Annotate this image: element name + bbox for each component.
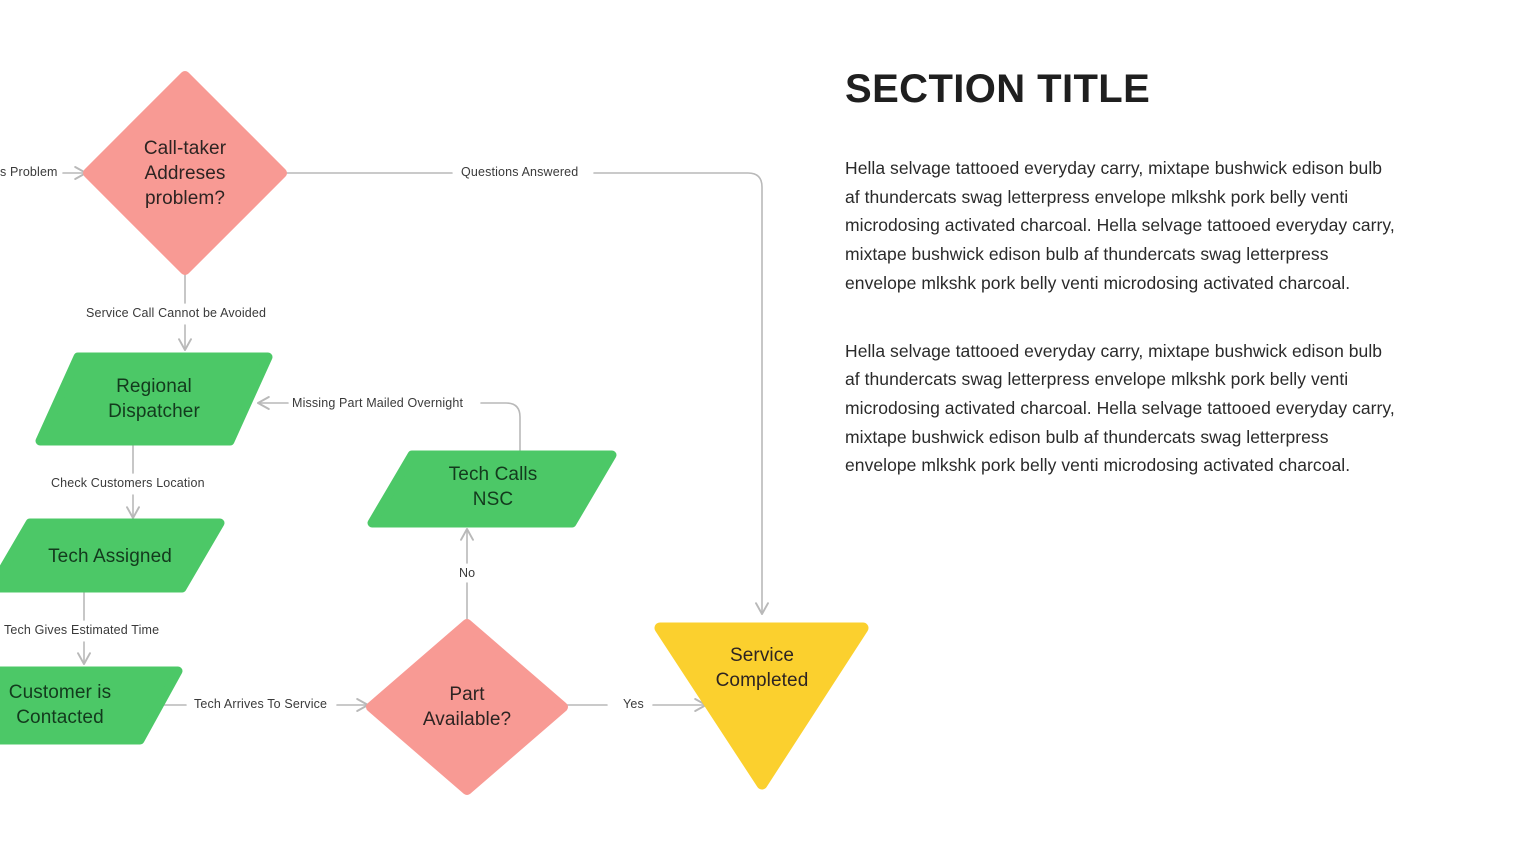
body-paragraph-2: Hella selvage tattooed everyday carry, m…	[845, 340, 1395, 476]
node-shape-tech-calls-nsc[interactable]	[367, 450, 617, 528]
node-shape-tech-assigned[interactable]	[0, 518, 225, 593]
edge-label-tech-gives-estimated-time: Tech Gives Estimated Time	[4, 623, 160, 637]
edge-label-check-customers-location: Check Customers Location	[51, 476, 205, 490]
text-panel: SECTION TITLE Hella selvage tattooed eve…	[845, 66, 1401, 480]
edge-label-service-call-not-avoided: Service Call Cannot be Avoided	[86, 306, 267, 320]
node-shape-service-completed[interactable]	[654, 622, 869, 790]
page-title: SECTION TITLE	[845, 67, 1151, 111]
node-shape-regional-dispatcher[interactable]	[35, 352, 273, 446]
edge-missing-part-right	[480, 402, 521, 453]
edge-label-incoming-problem: s Problem	[0, 165, 58, 179]
edge-label-branch-yes: Yes	[623, 697, 644, 711]
edge-label-missing-part-mailed: Missing Part Mailed Overnight	[292, 396, 464, 410]
node-shape-call-taker[interactable]	[83, 71, 287, 275]
node-shape-part-available[interactable]	[366, 619, 568, 795]
edge-label-branch-no: No	[459, 566, 476, 580]
edge-label-tech-arrives-to-service: Tech Arrives To Service	[194, 697, 328, 711]
edge-label-questions-answered: Questions Answered	[461, 165, 579, 179]
body-paragraph-1: Hella selvage tattooed everyday carry, m…	[845, 158, 1395, 293]
node-shape-customer-contacted[interactable]	[0, 666, 183, 745]
edge-questions-answered-right	[593, 172, 769, 615]
